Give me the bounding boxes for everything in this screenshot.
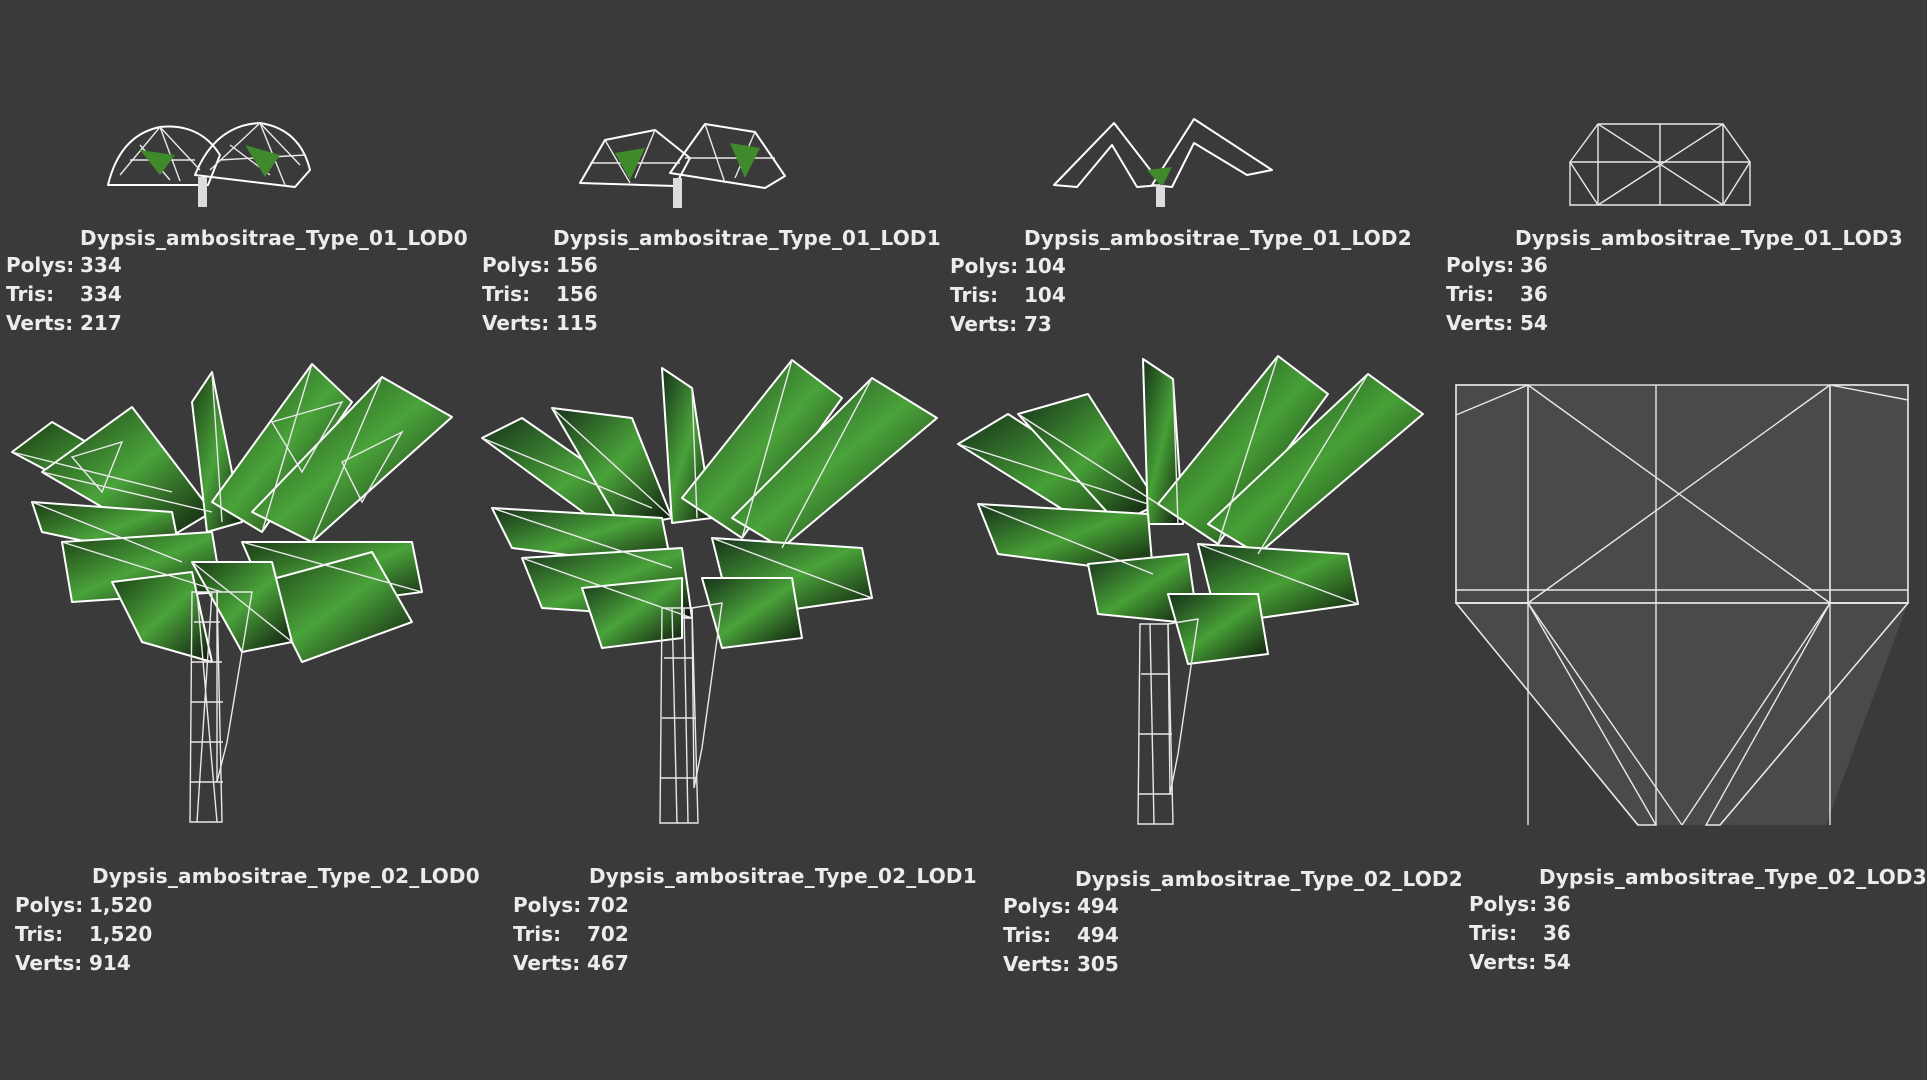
verts-label: Verts:: [6, 311, 74, 335]
polys-value: 494: [1077, 894, 1119, 918]
stats-block: Polys:104 Tris: 104 Verts:73: [950, 252, 1066, 339]
verts-value: 73: [1024, 312, 1052, 336]
polys-value: 1,520: [89, 893, 153, 917]
polys-value: 334: [80, 253, 122, 277]
model-name-label: Dypsis_ambositrae_Type_02_LOD0: [92, 864, 480, 888]
wireframe-tree-icon: [579, 123, 786, 208]
tris-value: 156: [556, 282, 598, 306]
verts-value: 305: [1077, 952, 1119, 976]
tris-value: 1,520: [89, 922, 153, 946]
polys-label: Polys:: [513, 893, 582, 917]
model-type02-lod2[interactable]: [957, 354, 1428, 825]
polys-value: 156: [556, 253, 598, 277]
verts-label: Verts:: [1469, 950, 1537, 974]
model-type02-lod1[interactable]: [481, 358, 942, 824]
polys-label: Polys:: [482, 253, 551, 277]
proxy-box-icon: [1569, 123, 1751, 206]
tris-value: 494: [1077, 923, 1119, 947]
polys-label: Polys:: [1469, 892, 1538, 916]
stats-block: Polys:156 Tris: 156 Verts:115: [482, 251, 598, 338]
wireframe-palm-icon: [481, 359, 938, 824]
tris-value: 36: [1520, 282, 1548, 306]
tris-label: Tris:: [1469, 921, 1518, 945]
model-type01-lod2[interactable]: [1052, 115, 1274, 210]
verts-value: 54: [1543, 950, 1571, 974]
wireframe-tree-icon: [107, 121, 311, 207]
model-name-label: Dypsis_ambositrae_Type_02_LOD2: [1075, 867, 1463, 891]
tris-label: Tris:: [15, 922, 64, 946]
tris-value: 36: [1543, 921, 1571, 945]
polys-label: Polys:: [1446, 253, 1515, 277]
model-type02-lod3[interactable]: [1454, 384, 1911, 826]
tris-label: Tris:: [513, 922, 562, 946]
model-name-label: Dypsis_ambositrae_Type_01_LOD2: [1024, 226, 1412, 250]
tris-label: Tris:: [6, 282, 55, 306]
polys-label: Polys:: [15, 893, 84, 917]
tris-label: Tris:: [1003, 923, 1052, 947]
verts-label: Verts:: [1003, 952, 1071, 976]
stats-block: Polys:36 Tris: 36 Verts:54: [1469, 890, 1571, 977]
stats-block: Polys:1,520 Tris: 1,520 Verts:914: [15, 891, 152, 978]
polys-value: 36: [1543, 892, 1571, 916]
stats-block: Polys:36 Tris: 36 Verts:54: [1446, 251, 1548, 338]
tris-value: 702: [587, 922, 629, 946]
model-type01-lod3[interactable]: [1568, 122, 1753, 207]
wireframe-tree-icon: [1053, 118, 1273, 207]
verts-value: 467: [587, 951, 629, 975]
polys-value: 104: [1024, 254, 1066, 278]
verts-label: Verts:: [482, 311, 550, 335]
model-name-label: Dypsis_ambositrae_Type_02_LOD1: [589, 864, 977, 888]
stats-block: Polys:494 Tris: 494 Verts:305: [1003, 892, 1119, 979]
polys-value: 36: [1520, 253, 1548, 277]
stats-block: Polys:334 Tris: 334 Verts:217: [6, 251, 122, 338]
model-name-label: Dypsis_ambositrae_Type_02_LOD3: [1539, 865, 1927, 889]
model-name-label: Dypsis_ambositrae_Type_01_LOD0: [80, 226, 468, 250]
wireframe-palm-icon: [957, 355, 1424, 825]
polys-label: Polys:: [950, 254, 1019, 278]
model-type01-lod1[interactable]: [575, 118, 790, 210]
verts-value: 115: [556, 311, 598, 335]
verts-label: Verts:: [950, 312, 1018, 336]
verts-label: Verts:: [1446, 311, 1514, 335]
polys-value: 702: [587, 893, 629, 917]
verts-label: Verts:: [15, 951, 83, 975]
proxy-box-icon: [1454, 384, 1910, 826]
tris-label: Tris:: [1446, 282, 1495, 306]
verts-value: 217: [80, 311, 122, 335]
tris-value: 104: [1024, 283, 1066, 307]
polys-label: Polys:: [1003, 894, 1072, 918]
polys-label: Polys:: [6, 253, 75, 277]
verts-label: Verts:: [513, 951, 581, 975]
wireframe-palm-icon: [11, 363, 453, 823]
model-name-label: Dypsis_ambositrae_Type_01_LOD1: [553, 226, 941, 250]
tris-label: Tris:: [482, 282, 531, 306]
tris-value: 334: [80, 282, 122, 306]
model-name-label: Dypsis_ambositrae_Type_01_LOD3: [1515, 226, 1903, 250]
model-type01-lod0[interactable]: [100, 115, 320, 210]
stats-block: Polys:702 Tris: 702 Verts:467: [513, 891, 629, 978]
model-type02-lod0[interactable]: [11, 362, 462, 823]
verts-value: 54: [1520, 311, 1548, 335]
tris-label: Tris:: [950, 283, 999, 307]
verts-value: 914: [89, 951, 131, 975]
